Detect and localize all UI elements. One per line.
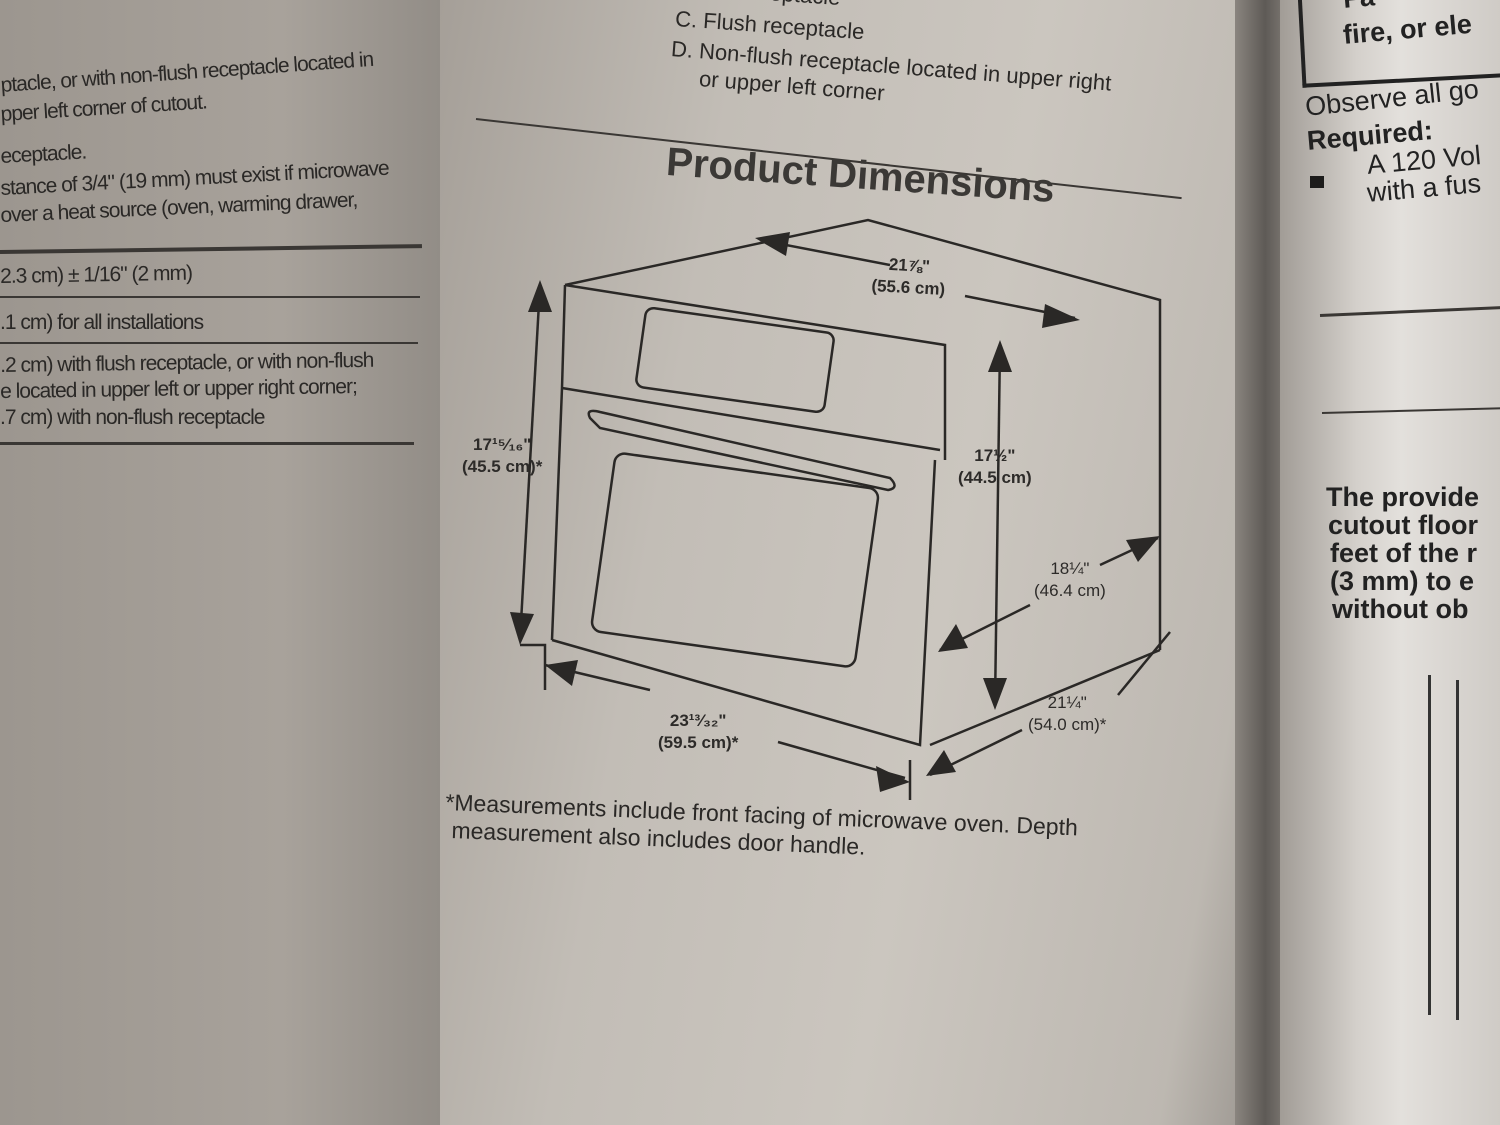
dimension-inches: 17¹⁵⁄₁₆" <box>473 435 532 454</box>
oven-outline <box>564 218 1162 650</box>
arrowhead-icon <box>528 280 552 312</box>
arrowhead-icon <box>926 750 956 776</box>
top-width-label: 21⅞"(55.6 cm) <box>871 253 947 301</box>
bullet-icon <box>1310 176 1324 188</box>
dimension-inches: 17½" <box>974 446 1016 465</box>
oven-edge-line <box>560 284 567 389</box>
door-handle <box>587 409 896 492</box>
dimension-inches: 21¼" <box>1047 693 1087 712</box>
panel-divider-line <box>561 386 941 452</box>
front-height-label: 17¹⁵⁄₁₆" (45.5 cm)* <box>462 434 542 478</box>
front-height-line <box>518 284 542 641</box>
para-line: (3 mm) to e <box>1330 566 1475 596</box>
arrowhead-icon <box>876 766 910 792</box>
left-page: ptacle, or with non-flush receptacle loc… <box>0 0 470 1125</box>
dimension-cm: (59.5 cm)* <box>658 733 739 752</box>
left-text-line: .7 cm) with non-flush receptacle <box>0 406 265 429</box>
oven-side-bottom-line <box>929 648 1161 747</box>
dimension-cm: (54.0 cm)* <box>1028 715 1107 734</box>
dimension-cm: (44.5 cm) <box>958 468 1032 487</box>
oven-front-top <box>564 283 947 460</box>
arrowhead-icon <box>1126 536 1160 562</box>
right-page: Fa fire, or ele Observe all go Required:… <box>1280 0 1500 1125</box>
para-line: without ob <box>1332 594 1469 624</box>
figure-line <box>1456 680 1459 1020</box>
divider <box>0 342 418 344</box>
dimension-inches: 23¹³⁄₃₂" <box>669 711 727 730</box>
arrowhead-icon <box>755 232 790 256</box>
extension-line <box>520 643 912 800</box>
para-line: feet of the r <box>1330 538 1478 568</box>
oven-edge-line <box>550 387 564 641</box>
figure-line <box>1428 675 1431 1015</box>
side-height-label: 17½" (44.5 cm) <box>958 445 1032 489</box>
para-line: The provide <box>1326 482 1480 512</box>
overall-depth-label: 21¼" (54.0 cm)* <box>1028 692 1106 736</box>
left-text-line: .1 cm) for all installations <box>0 311 204 334</box>
arrowhead-icon <box>510 612 534 645</box>
arrowhead-icon <box>1042 304 1080 328</box>
arrowhead-icon <box>988 340 1012 372</box>
arrowhead-icon <box>938 624 968 652</box>
oven-bottom-line <box>551 459 937 747</box>
dimension-cm: (46.4 cm) <box>1034 581 1106 600</box>
inner-depth-label: 18¼" (46.4 cm) <box>1034 558 1106 602</box>
dimension-inches: 18¼" <box>1050 559 1090 578</box>
center-page <box>440 0 1260 1125</box>
divider <box>0 296 420 298</box>
para-line: cutout floor <box>1328 510 1478 540</box>
dimension-cm: (55.6 cm) <box>871 276 946 299</box>
control-panel <box>635 306 835 414</box>
divider <box>0 442 414 445</box>
arrowhead-icon <box>983 678 1007 710</box>
dimension-cm: (45.5 cm)* <box>462 457 543 476</box>
side-height-line <box>993 344 1002 706</box>
front-width-label: 23¹³⁄₃₂" (59.5 cm)* <box>658 710 738 754</box>
oven-window <box>590 452 880 668</box>
arrowhead-icon <box>545 660 578 686</box>
